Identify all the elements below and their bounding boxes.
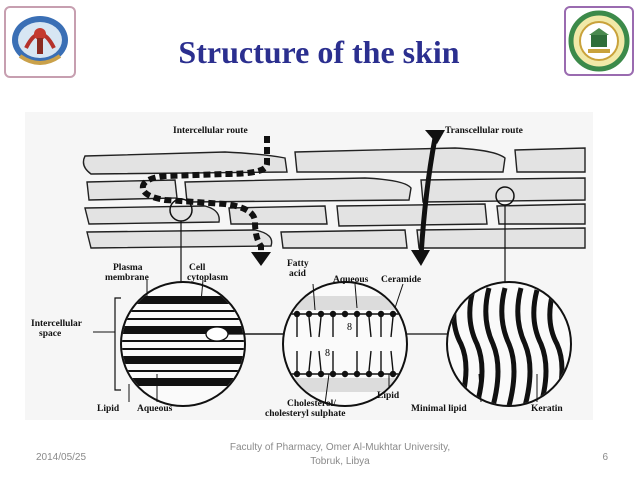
university-seal <box>564 6 634 76</box>
footer-date: 2014/05/25 <box>36 452 87 463</box>
svg-text:cholesteryl sulphate: cholesteryl sulphate <box>265 409 345 419</box>
svg-text:Cell: Cell <box>189 263 206 273</box>
svg-text:8: 8 <box>325 348 330 359</box>
svg-text:acid: acid <box>289 269 307 279</box>
svg-text:Fatty: Fatty <box>287 259 309 269</box>
svg-text:Intercellular route: Intercellular route <box>173 126 248 136</box>
svg-text:Aqueous: Aqueous <box>137 404 173 414</box>
svg-text:cytoplasm: cytoplasm <box>187 273 228 283</box>
skin-structure-diagram: Intercellular route Transcellular route <box>25 112 593 420</box>
slide-title: Structure of the skin <box>178 34 460 70</box>
page-number: 6 <box>602 452 608 463</box>
footer-affiliation-line1: Faculty of Pharmacy, Omer Al-Mukhtar Uni… <box>229 442 451 453</box>
faculty-logo <box>4 6 76 78</box>
svg-text:Transcellular route: Transcellular route <box>445 126 523 136</box>
svg-text:8: 8 <box>347 322 352 333</box>
footer-affiliation: Faculty of Pharmacy, Omer Al-Mukhtar Uni… <box>210 441 470 469</box>
svg-text:Cholesterol/: Cholesterol/ <box>287 399 336 409</box>
svg-text:Intercellular: Intercellular <box>31 319 83 329</box>
svg-text:Aqueous: Aqueous <box>333 275 369 285</box>
svg-text:membrane: membrane <box>105 273 149 283</box>
svg-text:Lipid: Lipid <box>97 404 120 414</box>
footer-affiliation-line2: Tobruk, Libya <box>310 456 370 467</box>
svg-text:Keratin: Keratin <box>531 404 563 414</box>
svg-text:Minimal lipid: Minimal lipid <box>411 404 467 414</box>
svg-text:Ceramide: Ceramide <box>381 275 421 285</box>
svg-text:space: space <box>39 329 61 339</box>
svg-text:Plasma: Plasma <box>113 263 143 273</box>
svg-text:Lipid: Lipid <box>377 391 400 401</box>
